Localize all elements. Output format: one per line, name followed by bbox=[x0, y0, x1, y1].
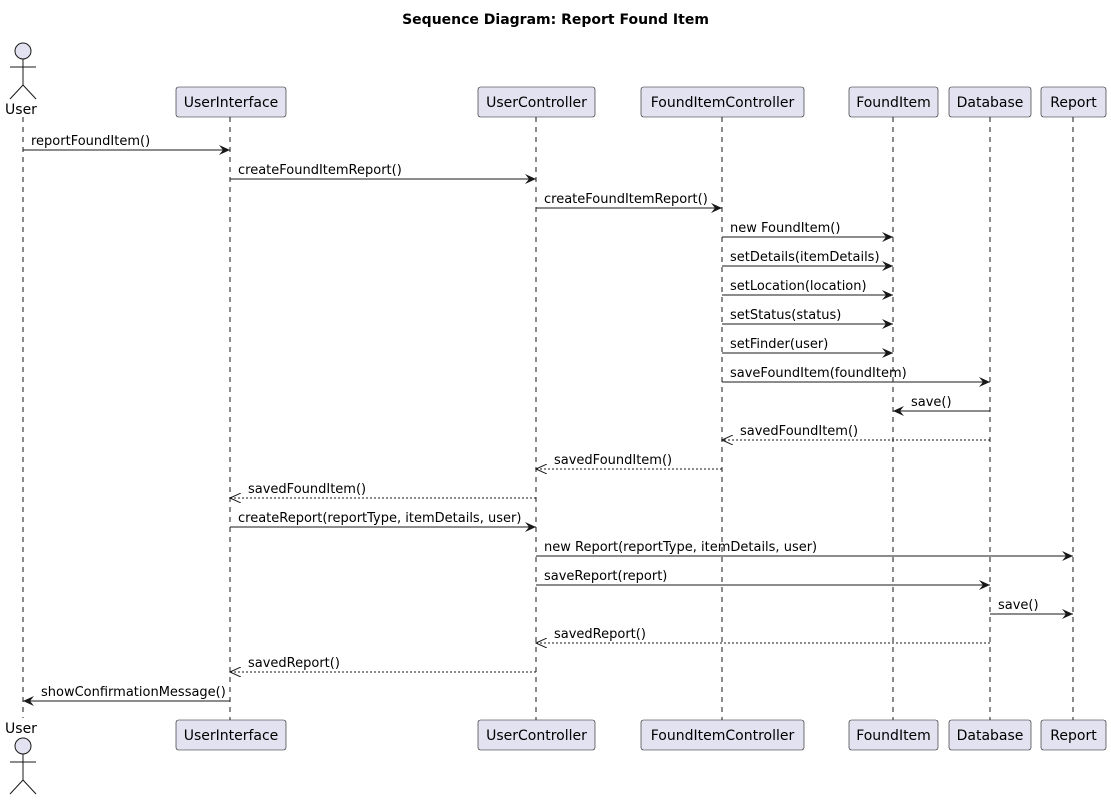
participant-ui-top: UserInterface bbox=[175, 86, 287, 118]
participant-fi-bottom: FoundItem bbox=[848, 719, 939, 751]
message-label: save() bbox=[911, 395, 952, 410]
message-16: saveReport(report) bbox=[536, 569, 990, 590]
actor-user: User bbox=[5, 721, 37, 795]
actor-label: User bbox=[5, 721, 37, 737]
message-15: new Report(reportType, itemDetails, user… bbox=[536, 540, 1073, 561]
participant-label: FoundItemController bbox=[651, 95, 795, 111]
message-label: createFoundItemReport() bbox=[238, 163, 402, 178]
participant-label: Report bbox=[1050, 95, 1097, 111]
participant-db-bottom: Database bbox=[948, 719, 1032, 751]
message-14: createReport(reportType, itemDetails, us… bbox=[230, 511, 536, 532]
participant-label: Database bbox=[957, 95, 1024, 111]
participant-label: Database bbox=[957, 728, 1024, 744]
message-11: savedFoundItem() bbox=[722, 424, 990, 440]
message-12: savedFoundItem() bbox=[536, 453, 722, 469]
message-2: createFoundItemReport() bbox=[230, 163, 536, 184]
message-8: setFinder(user) bbox=[722, 337, 893, 358]
participant-label: UserInterface bbox=[184, 95, 279, 111]
message-7: setStatus(status) bbox=[722, 308, 893, 329]
participant-fic-bottom: FoundItemController bbox=[640, 719, 805, 751]
message-13: savedFoundItem() bbox=[230, 482, 536, 498]
actor-label: User bbox=[5, 102, 37, 118]
message-3: createFoundItemReport() bbox=[536, 192, 722, 213]
participant-label: FoundItemController bbox=[651, 728, 795, 744]
message-17: save() bbox=[990, 598, 1073, 619]
message-label: save() bbox=[998, 598, 1039, 613]
participant-rep-top: Report bbox=[1040, 86, 1107, 118]
message-label: saveFoundItem(foundItem) bbox=[730, 366, 907, 381]
actor-user: User bbox=[5, 42, 37, 118]
message-label: setLocation(location) bbox=[730, 279, 867, 294]
message-label: createReport(reportType, itemDetails, us… bbox=[238, 511, 521, 526]
message-label: saveReport(report) bbox=[544, 569, 667, 584]
message-label: savedFoundItem() bbox=[740, 424, 858, 439]
message-19: savedReport() bbox=[230, 656, 536, 672]
participant-fic-top: FoundItemController bbox=[640, 86, 805, 118]
diagram-title: Sequence Diagram: Report Found Item bbox=[402, 12, 709, 28]
message-label: showConfirmationMessage() bbox=[41, 685, 226, 700]
message-label: setDetails(itemDetails) bbox=[730, 250, 880, 265]
participant-uc-bottom: UserController bbox=[477, 719, 596, 751]
message-label: savedReport() bbox=[554, 627, 646, 642]
participant-label: Report bbox=[1050, 728, 1097, 744]
participant-uc-top: UserController bbox=[477, 86, 596, 118]
message-label: reportFoundItem() bbox=[31, 134, 150, 149]
participant-label: UserController bbox=[486, 95, 587, 111]
message-9: saveFoundItem(foundItem) bbox=[722, 366, 990, 387]
message-label: setFinder(user) bbox=[730, 337, 828, 352]
participant-label: UserInterface bbox=[184, 728, 279, 744]
message-6: setLocation(location) bbox=[722, 279, 893, 300]
participant-db-top: Database bbox=[948, 86, 1032, 118]
participant-label: FoundItem bbox=[856, 95, 931, 111]
message-label: new FoundItem() bbox=[730, 221, 840, 236]
message-label: savedReport() bbox=[248, 656, 340, 671]
message-4: new FoundItem() bbox=[722, 221, 893, 242]
participant-ui-bottom: UserInterface bbox=[175, 719, 287, 751]
message-label: createFoundItemReport() bbox=[544, 192, 708, 207]
participant-rep-bottom: Report bbox=[1040, 719, 1107, 751]
message-label: savedFoundItem() bbox=[248, 482, 366, 497]
participant-label: UserController bbox=[486, 728, 587, 744]
message-1: reportFoundItem() bbox=[23, 134, 230, 155]
message-5: setDetails(itemDetails) bbox=[722, 250, 893, 271]
participant-label: FoundItem bbox=[856, 728, 931, 744]
message-20: showConfirmationMessage() bbox=[23, 685, 230, 706]
participant-fi-top: FoundItem bbox=[848, 86, 939, 118]
message-10: save() bbox=[893, 395, 990, 416]
message-label: savedFoundItem() bbox=[554, 453, 672, 468]
message-label: new Report(reportType, itemDetails, user… bbox=[544, 540, 817, 555]
message-label: setStatus(status) bbox=[730, 308, 841, 323]
message-18: savedReport() bbox=[536, 627, 990, 643]
